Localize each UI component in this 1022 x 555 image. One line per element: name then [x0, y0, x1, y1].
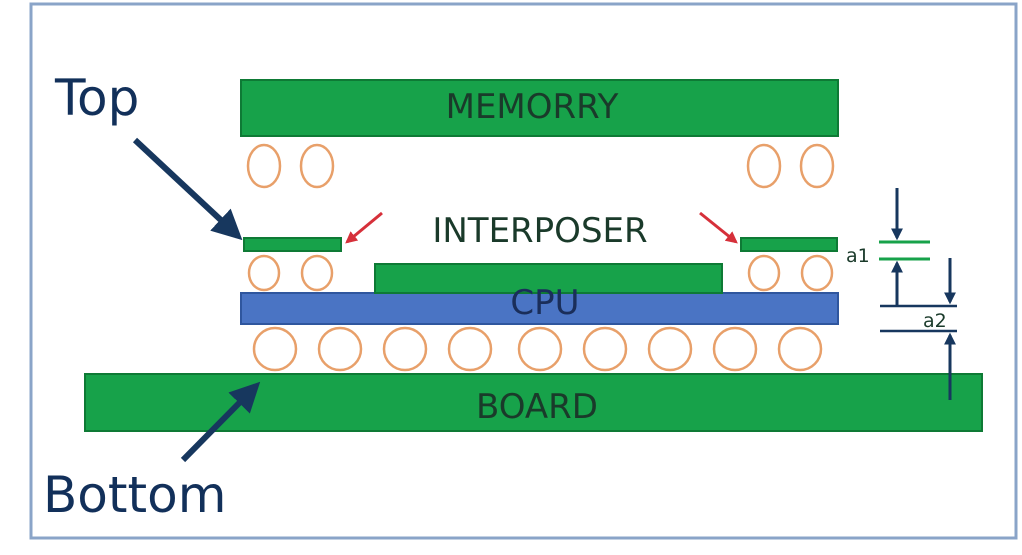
bottom-arrow	[180, 381, 261, 463]
top-label: Top	[54, 69, 139, 127]
bottom-label: Bottom	[43, 466, 226, 524]
solder-ball	[247, 254, 281, 292]
a2-dimension: a2	[880, 258, 957, 400]
interposer-right	[740, 237, 838, 252]
solder-ball	[777, 326, 823, 372]
lower-solder-balls	[252, 326, 823, 372]
solder-ball	[647, 326, 693, 372]
solder-ball	[712, 326, 758, 372]
red-arrow-right	[699, 211, 738, 244]
upper-solder-balls	[246, 143, 835, 189]
solder-ball	[246, 143, 282, 189]
a1-label: a1	[846, 245, 870, 267]
board-label: BOARD	[476, 387, 598, 427]
solder-ball	[517, 326, 563, 372]
solder-ball	[800, 254, 834, 292]
solder-ball	[252, 326, 298, 372]
solder-ball	[317, 326, 363, 372]
solder-ball	[799, 143, 835, 189]
solder-ball	[299, 143, 335, 189]
memory-label: MEMORRY	[446, 87, 619, 127]
solder-ball	[746, 143, 782, 189]
cpu-label: CPU	[510, 283, 579, 323]
red-arrow-left	[345, 211, 383, 244]
cpu-substrate	[240, 292, 839, 325]
top-arrow	[132, 137, 243, 241]
a1-dimension: a1	[846, 188, 930, 305]
a2-label: a2	[923, 310, 947, 332]
middle-solder-balls	[247, 254, 834, 292]
solder-ball	[747, 254, 781, 292]
solder-ball	[582, 326, 628, 372]
memory-package	[240, 79, 839, 137]
interposer-left	[243, 237, 342, 252]
interposer-label: INTERPOSER	[432, 211, 647, 251]
solder-ball	[447, 326, 493, 372]
solder-ball	[382, 326, 428, 372]
solder-ball	[300, 254, 334, 292]
cpu-die	[374, 263, 723, 294]
